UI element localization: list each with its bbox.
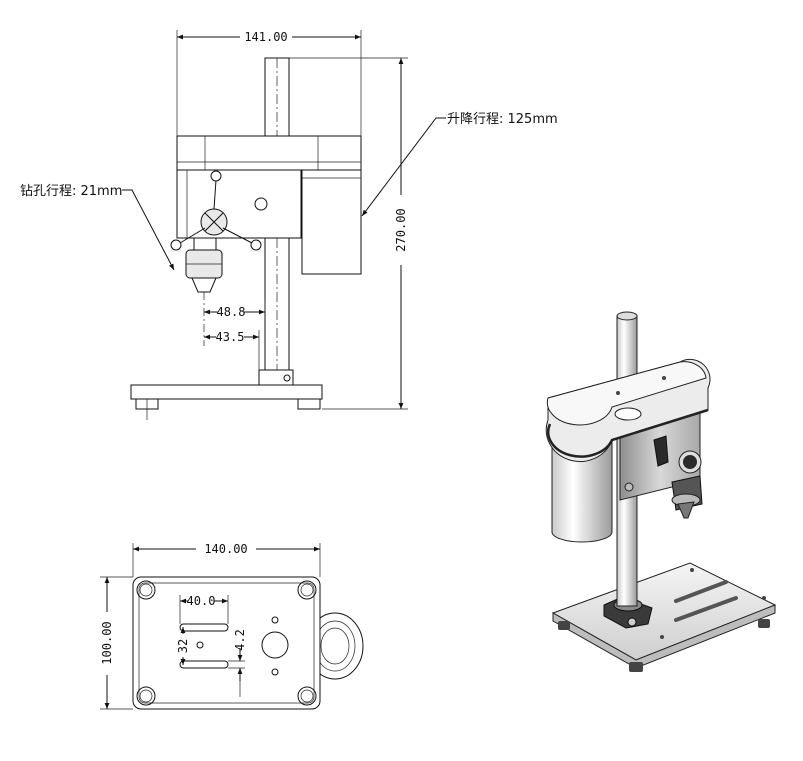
dim-overall-width: 141.00: [244, 30, 287, 44]
label-lift-travel: 升降行程: 125mm: [447, 112, 558, 127]
dim-base-width: 140.00: [204, 542, 247, 556]
dim-slot-width: 4.2: [233, 629, 247, 651]
front-view: 141.00 270.00 48.8 43.5 升降行程: 125mm 钻孔行程…: [20, 30, 558, 420]
label-drill-travel: 钻孔行程: 21mm: [20, 184, 122, 199]
head-housing: [176, 135, 362, 171]
spindle-body: [176, 169, 302, 239]
dim-slot-length: 40.0: [187, 594, 216, 608]
base-top: [132, 576, 321, 710]
dim-overall-height: 270.00: [394, 208, 408, 251]
motor: [301, 169, 362, 275]
base-front: [130, 384, 323, 400]
dim-slot-spacing: 32: [176, 639, 190, 653]
top-view: 140.00 100.00 40.0 32 4.2: [100, 542, 364, 710]
column-hole: [261, 631, 289, 659]
iso-base-plate: [551, 562, 777, 661]
dim-base-depth: 100.00: [100, 621, 114, 664]
iso-view: [545, 311, 777, 672]
dim-throat-outer: 48.8: [217, 305, 246, 319]
dim-throat-inner: 43.5: [216, 330, 245, 344]
